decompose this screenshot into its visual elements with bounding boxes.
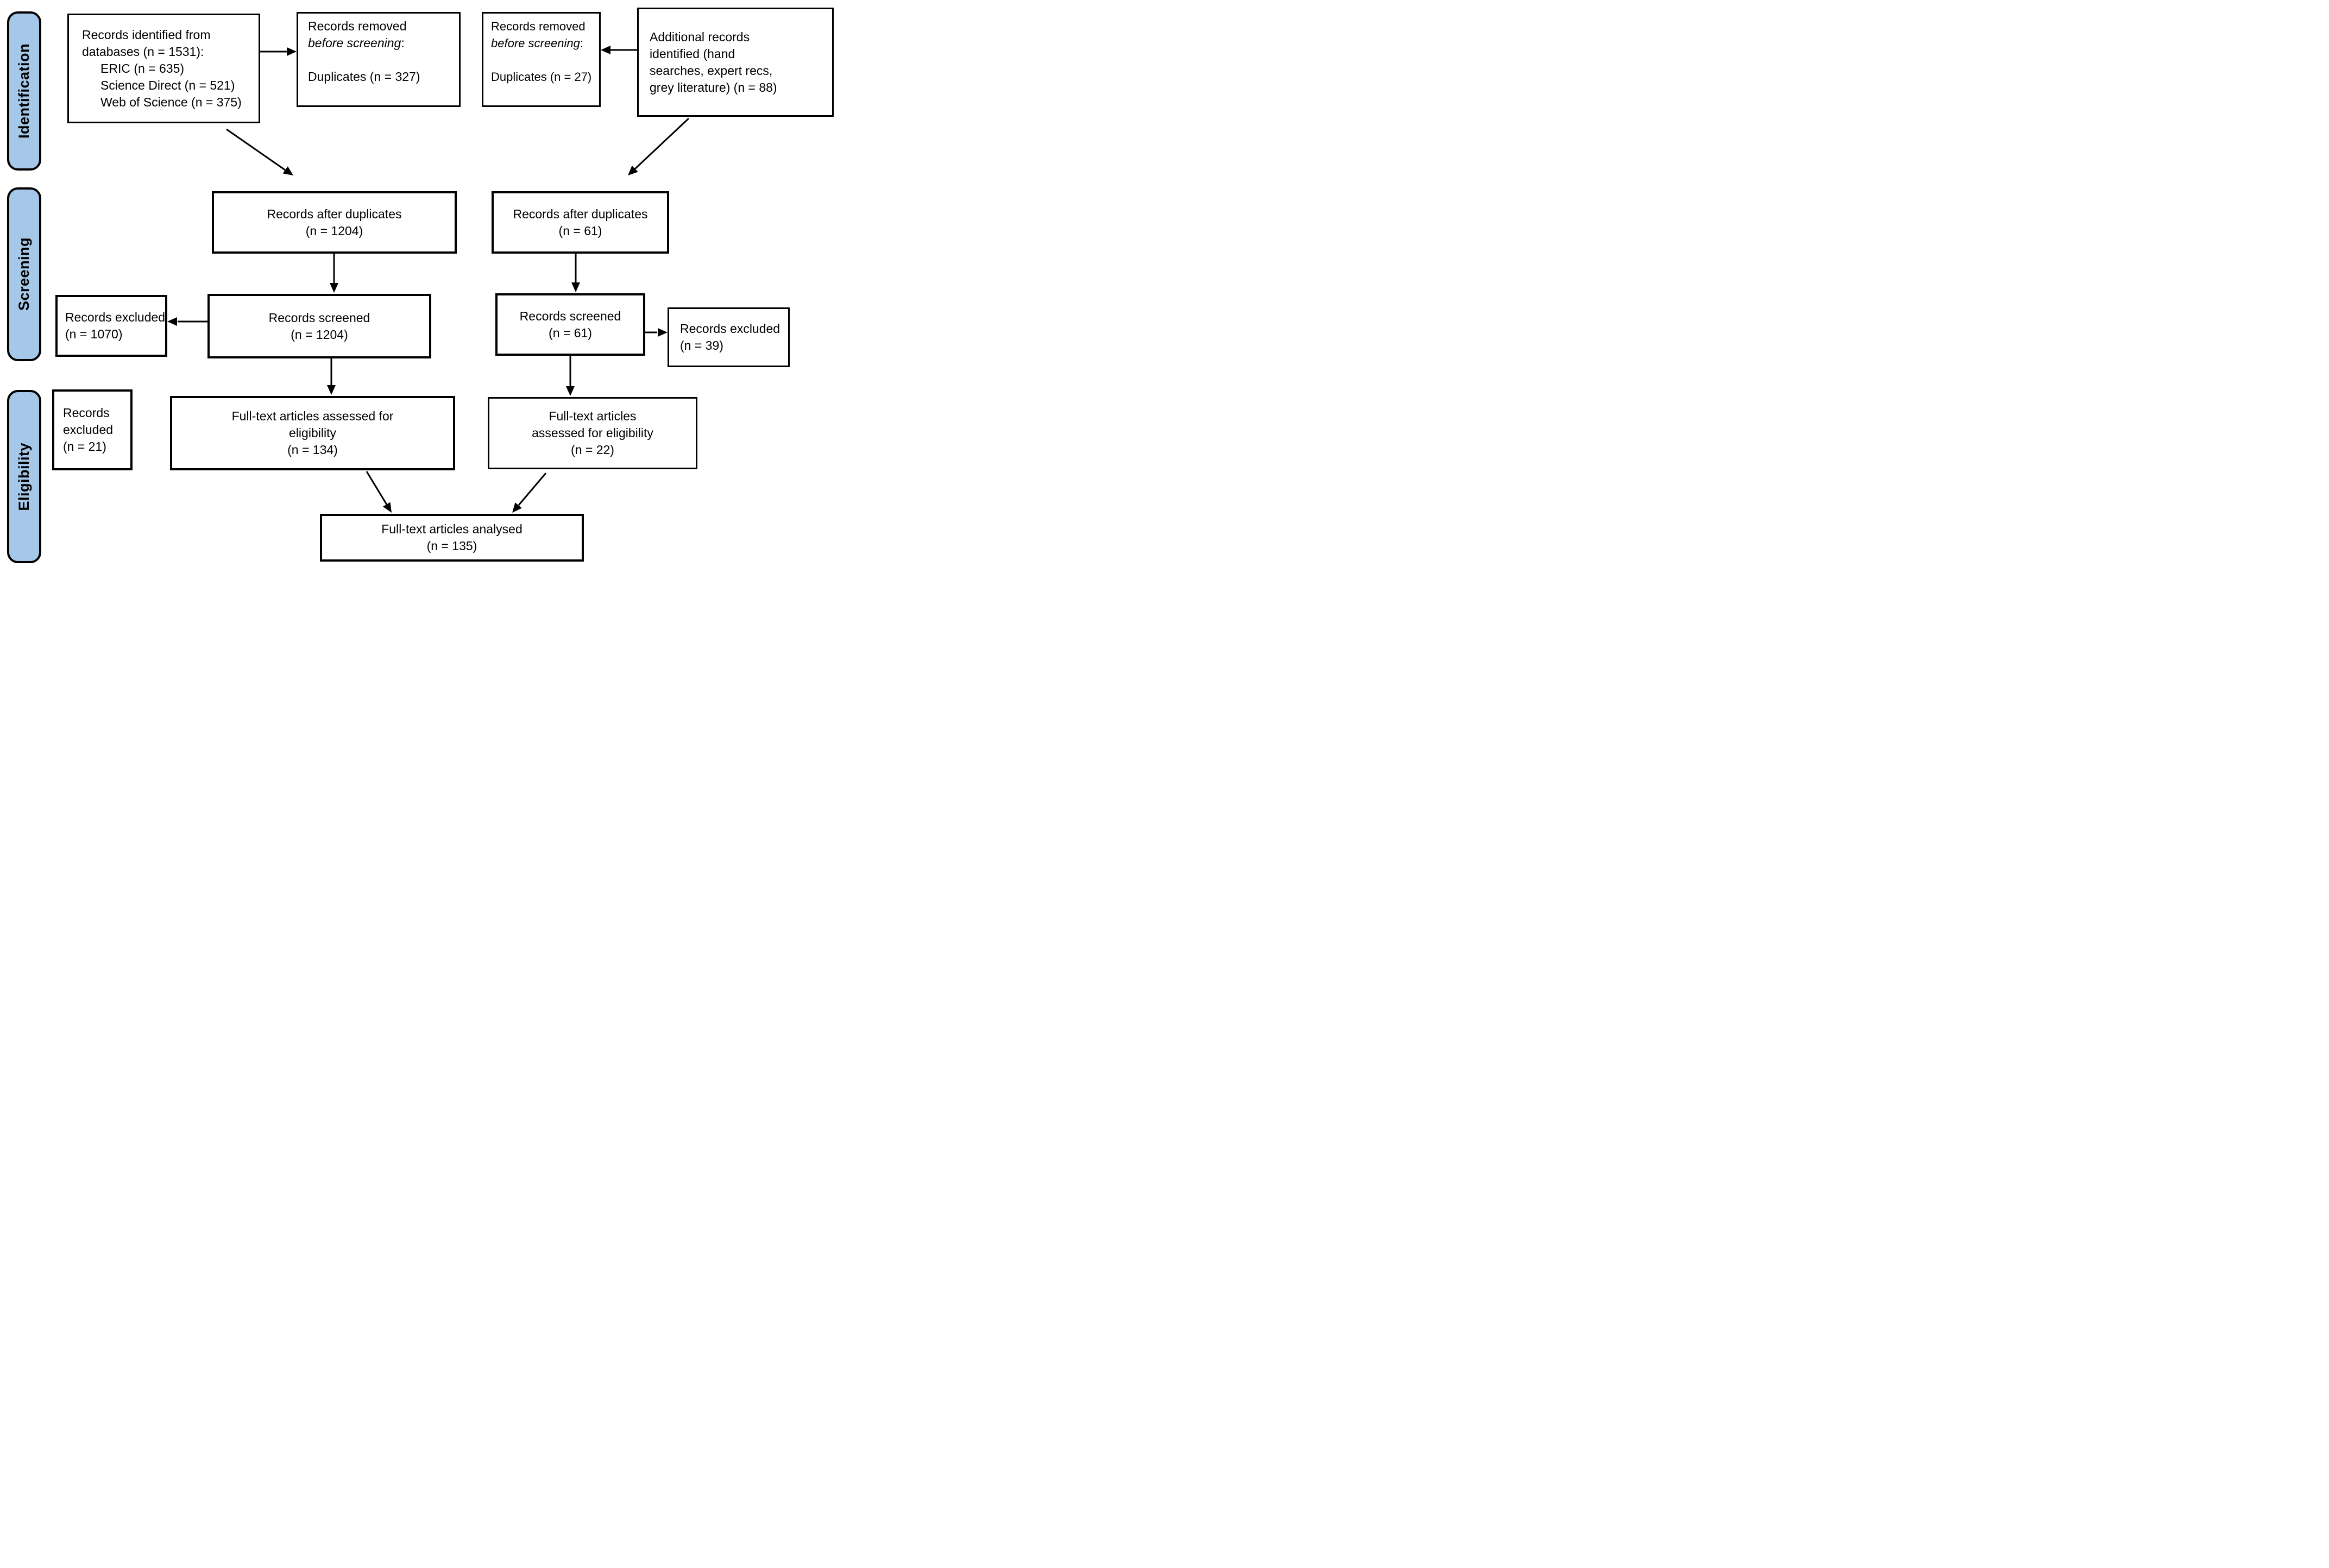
box-text-line: (n = 21) <box>63 439 106 454</box>
stage-label-identification: Identification <box>7 11 41 171</box>
box-text-spacer <box>308 52 459 68</box>
box-text-line: before screening: <box>308 35 459 52</box>
box-text-italic: before screening <box>308 36 401 50</box>
stage-label-eligibility-text: Eligibility <box>16 442 32 511</box>
box-text-colon: : <box>401 36 405 50</box>
box-text-line: (n = 22) <box>571 443 614 457</box>
box-text-line: Science Direct (n = 521) <box>100 78 235 92</box>
box-text-line: (n = 39) <box>680 338 723 352</box>
box-text-line: Full-text articles assessed for <box>231 409 394 423</box>
box-additional-records-identified: Additional records identified (hand sear… <box>637 8 834 117</box>
stage-label-eligibility: Eligibility <box>7 390 41 563</box>
box-text-line: (n = 135) <box>426 539 477 553</box>
stage-label-screening: Screening <box>7 187 41 361</box>
box-records-after-duplicates-left: Records after duplicates (n = 1204) <box>212 191 457 254</box>
arrow-additional-to-removed <box>601 46 637 54</box>
box-records-excluded-screening-left: Records excluded (n = 1070) <box>55 295 167 357</box>
box-text-line: ERIC (n = 635) <box>100 61 185 75</box>
box-text-line: eligibility <box>289 426 336 440</box>
box-text-italic: before screening <box>491 36 580 50</box>
box-text-line: excluded <box>63 423 114 437</box>
box-text-line: grey literature) (n = 88) <box>650 80 777 95</box>
box-text-line: Duplicates (n = 327) <box>308 70 420 84</box>
arrow-identified-to-removed <box>260 47 297 56</box>
box-records-after-duplicates-right: Records after duplicates (n = 61) <box>492 191 669 254</box>
arrow-fulltext-right-to-analysed <box>512 473 547 513</box>
box-records-excluded-eligibility-left: Records excluded (n = 21) <box>52 389 133 470</box>
box-text-line: databases (n = 1531): <box>82 44 204 59</box>
box-text-line: Web of Science (n = 375) <box>100 95 242 109</box>
box-fulltext-assessed-right: Full-text articles assessed for eligibil… <box>488 397 697 469</box>
box-text-spacer <box>491 52 599 68</box>
arrow-screened-to-excluded-left <box>167 317 207 326</box>
box-text-line: Full-text articles analysed <box>381 522 523 536</box>
box-text-line: Records <box>63 406 110 420</box>
box-records-excluded-screening-right: Records excluded (n = 39) <box>668 307 790 367</box>
box-records-removed-before-screening-left: Records removed before screening: Duplic… <box>297 12 461 107</box>
arrow-after-duplicates-to-screened-right <box>571 254 580 292</box>
arrow-screened-to-fulltext-left <box>327 358 336 395</box>
box-text-line: Records removed <box>491 20 586 33</box>
stage-label-screening-text: Screening <box>16 237 32 311</box>
box-text-line: Records after duplicates <box>267 206 402 221</box>
box-text-line: (n = 134) <box>287 443 338 457</box>
box-records-removed-before-screening-right: Records removed before screening: Duplic… <box>482 12 601 107</box>
box-text-line: (n = 61) <box>558 223 602 238</box>
arrow-identified-to-after-duplicates <box>226 128 293 175</box>
box-text-line: (n = 1204) <box>305 223 363 238</box>
box-text-line: Records excluded <box>680 322 780 336</box>
box-records-identified-databases: Records identified from databases (n = 1… <box>67 14 260 123</box>
box-text-line: before screening: <box>491 35 599 52</box>
prisma-flow-diagram: Identification Screening Eligibility Rec… <box>0 0 840 566</box>
box-text-line: Additional records <box>650 29 750 44</box>
box-fulltext-assessed-left: Full-text articles assessed for eligibil… <box>170 396 455 470</box>
box-text-line: assessed for eligibility <box>532 426 653 440</box>
box-text-line: identified (hand <box>650 46 735 61</box>
box-records-screened-right: Records screened (n = 61) <box>495 293 645 356</box>
box-text-colon: : <box>580 36 584 50</box>
stage-label-identification-text: Identification <box>16 43 32 138</box>
arrow-screened-to-fulltext-right <box>566 356 575 396</box>
arrow-additional-to-after-duplicates <box>628 117 690 175</box>
box-fulltext-analysed: Full-text articles analysed (n = 135) <box>320 514 584 562</box>
arrow-screened-to-excluded-right <box>645 328 668 337</box>
box-text-line: searches, expert recs, <box>650 63 773 78</box>
box-text-line: Records screened <box>268 310 370 325</box>
arrow-after-duplicates-to-screened-left <box>330 254 338 293</box>
box-text-line: Records removed <box>308 19 407 33</box>
box-text-line: Records identified from <box>82 27 211 42</box>
box-text-line: Records excluded <box>65 310 166 324</box>
box-text-line: (n = 61) <box>549 325 592 340</box>
box-text-line: Records after duplicates <box>513 206 648 221</box>
arrow-fulltext-left-to-analysed <box>366 471 392 513</box>
box-text-line: Duplicates (n = 27) <box>491 70 592 84</box>
box-text-line: Records screened <box>519 308 621 323</box>
box-records-screened-left: Records screened (n = 1204) <box>207 294 431 358</box>
box-text-line: Full-text articles <box>549 409 637 423</box>
box-text-line: (n = 1204) <box>291 327 348 342</box>
box-text-line: (n = 1070) <box>65 327 123 341</box>
